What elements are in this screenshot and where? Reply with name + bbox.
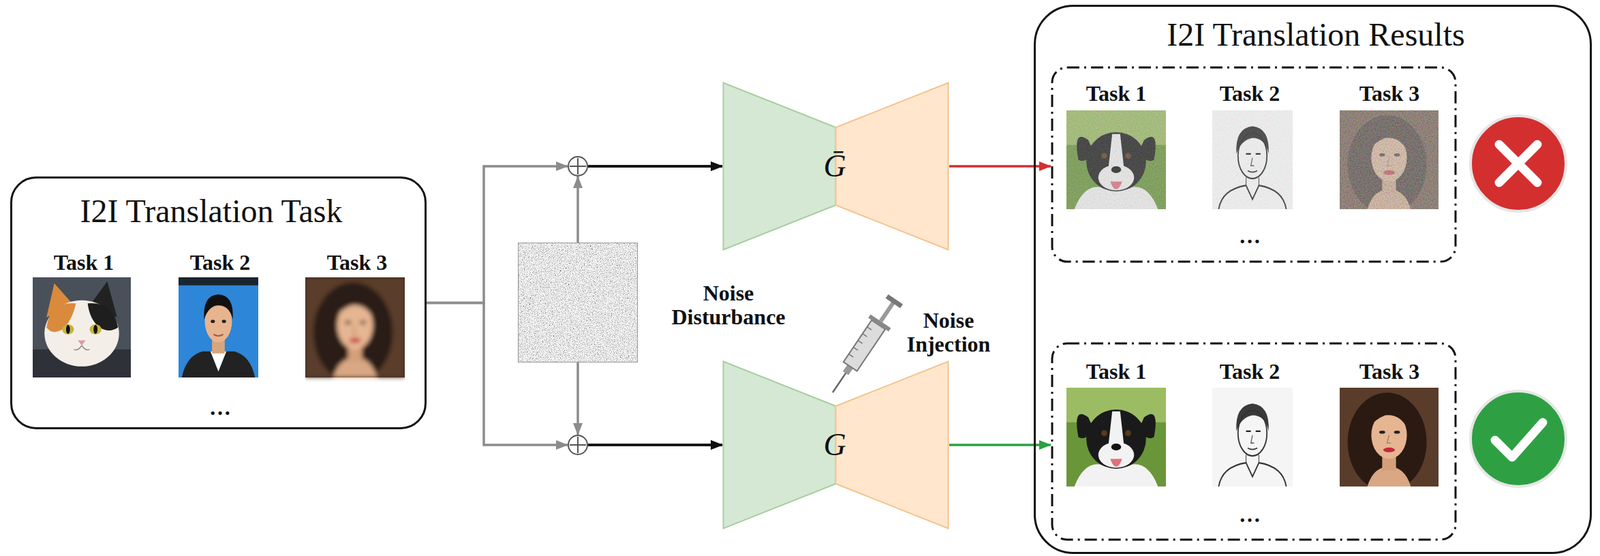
ellipsis: … (1238, 502, 1261, 527)
task-label: Task 3 (1359, 81, 1421, 106)
task-label: Task 2 (1219, 359, 1281, 384)
noise-label: Noise Disturbance (671, 281, 786, 330)
connector (426, 166, 723, 304)
connector (577, 166, 723, 243)
cat-photo (32, 277, 131, 378)
task-label: Task 1 (1086, 81, 1147, 106)
injection-label: Noise Injection (906, 308, 991, 357)
generator-symbol: G (823, 427, 846, 463)
task-label: Task 1 (53, 250, 115, 275)
connector-segment (588, 164, 723, 168)
panel-title: I2I Translation Results (1166, 17, 1465, 54)
task-panel: I2I Translation TaskTask 1 Task 2 Task 3 … (10, 176, 427, 430)
task-label: Task 2 (1219, 81, 1281, 106)
connector (577, 362, 723, 445)
generator-symbol: Ḡ (823, 149, 846, 184)
connector-segment (588, 164, 723, 168)
task-label: Task 1 (1086, 359, 1147, 384)
fail-icon (1470, 115, 1566, 212)
pass-icon (1470, 391, 1566, 487)
task-label: Task 3 (327, 250, 388, 275)
dog-photo (1066, 387, 1166, 487)
baseline-results: Task 1 Task 2 Task 3 … (1050, 66, 1457, 264)
connector-segment (588, 443, 723, 447)
face-photo (1339, 110, 1439, 214)
noise-texture (517, 242, 638, 363)
task-label: Task 3 (1359, 359, 1421, 384)
blurry-face-photo (305, 277, 405, 383)
ellipsis: … (1238, 224, 1261, 249)
connector-segment (426, 303, 568, 446)
sketch-photo (1212, 110, 1293, 210)
task-label: Task 2 (190, 250, 251, 275)
connector-segment (588, 443, 723, 447)
sketch-photo (1212, 387, 1293, 487)
generator-ours: G (722, 360, 950, 530)
panel-title: I2I Translation Task (79, 193, 343, 230)
connector-segment (426, 166, 568, 304)
face-photo (1339, 387, 1439, 492)
ellipsis: … (209, 395, 232, 420)
face-photo (178, 277, 259, 378)
noise-artifact (1339, 110, 1439, 210)
generator-baseline: Ḡ (722, 81, 950, 251)
connector-segment (576, 362, 580, 435)
results-panel: I2I Translation ResultsTask 1Task 2Task … (1033, 4, 1592, 555)
noise-artifact (1212, 110, 1293, 210)
dog-photo (1066, 110, 1166, 210)
noise-artifact (1066, 110, 1166, 210)
sum-junction (568, 156, 588, 455)
ours-results: Task 1 Task 2 Task 3 … (1050, 342, 1457, 542)
connector-segment (576, 176, 580, 243)
noise-patch: Noise Disturbance (517, 242, 638, 363)
